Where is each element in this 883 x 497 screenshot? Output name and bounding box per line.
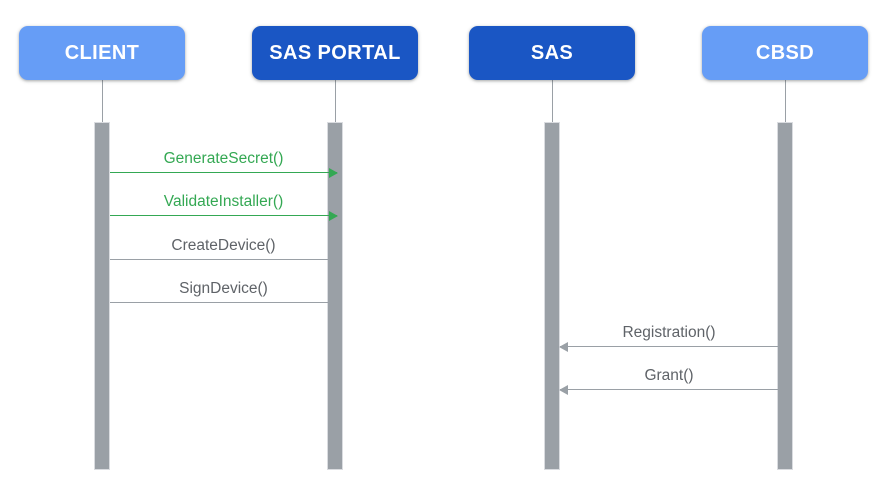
message-cbsd-to-sas-4: Registration()	[559, 324, 778, 352]
activation-bar-cbsd	[777, 122, 793, 470]
lifeline-sas-portal	[335, 80, 336, 122]
activation-bar-sas	[544, 122, 560, 470]
participant-label: SAS PORTAL	[269, 41, 401, 64]
message-label: Registration()	[622, 323, 716, 341]
arrowhead-rightward-icon	[329, 255, 338, 265]
lifeline-sas	[552, 80, 553, 122]
arrowhead-rightward-icon	[329, 168, 338, 178]
participant-box-sas[interactable]: SAS	[469, 26, 635, 80]
message-line	[110, 259, 337, 260]
lifeline-cbsd	[785, 80, 786, 122]
participant-label: CBSD	[755, 41, 815, 64]
message-line	[110, 172, 337, 173]
message-line	[110, 215, 337, 216]
activation-bar-client	[94, 122, 110, 470]
message-line	[560, 346, 778, 347]
message-client-to-sas-portal-2: CreateDevice()	[110, 237, 338, 265]
message-line	[560, 389, 778, 390]
message-client-to-sas-portal-3: SignDevice()	[110, 280, 338, 308]
message-cbsd-to-sas-5: Grant()	[559, 367, 778, 395]
message-line	[110, 302, 337, 303]
participant-box-cbsd[interactable]: CBSD	[702, 26, 868, 80]
activation-bar-sas-portal	[327, 122, 343, 470]
arrowhead-rightward-icon	[329, 211, 338, 221]
lifeline-client	[102, 80, 103, 122]
message-client-to-sas-portal-1: ValidateInstaller()	[110, 193, 338, 221]
message-label: Grant()	[644, 366, 694, 384]
message-label: ValidateInstaller()	[163, 192, 284, 210]
arrowhead-rightward-icon	[329, 298, 338, 308]
participant-box-client[interactable]: CLIENT	[19, 26, 185, 80]
participant-box-sas-portal[interactable]: SAS PORTAL	[252, 26, 418, 80]
arrowhead-leftward-icon	[559, 385, 568, 395]
participant-label: CLIENT	[64, 41, 140, 64]
message-client-to-sas-portal-0: GenerateSecret()	[110, 150, 338, 178]
message-label: SignDevice()	[179, 279, 268, 297]
message-label: CreateDevice()	[171, 236, 276, 254]
participant-label: SAS	[530, 41, 574, 64]
message-label: GenerateSecret()	[163, 149, 284, 167]
arrowhead-leftward-icon	[559, 342, 568, 352]
